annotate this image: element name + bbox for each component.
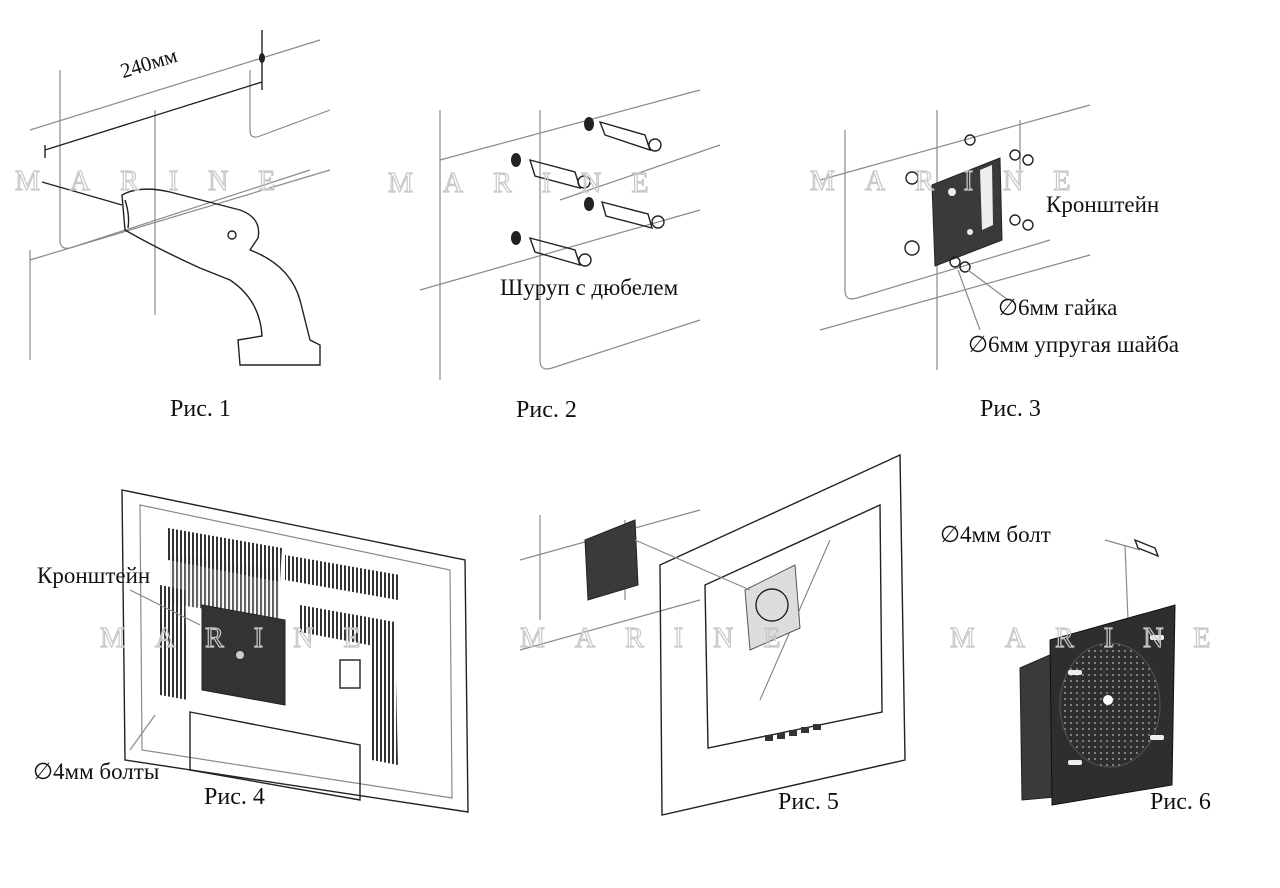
bracket-label-fig3: Кронштейн: [1046, 192, 1160, 217]
tv-front-frame: [659, 453, 906, 816]
watermark-text: MARINE: [100, 623, 390, 654]
marine-watermarks: MARINE MARINE MARINE MARINE MARINE MARIN…: [14, 165, 1240, 654]
caption-fig1: Рис. 1: [170, 396, 231, 422]
tv-screen: [704, 503, 883, 749]
watermark-text: MARINE: [950, 623, 1240, 654]
fig6-bracket-illustration: [1019, 538, 1176, 806]
caption-fig6: Рис. 6: [1150, 789, 1211, 815]
fig1-wall-drill-illustration: [29, 30, 331, 366]
watermark-text: MARINE: [810, 166, 1100, 197]
screw-dowel-label: Шуруп с дюбелем: [500, 275, 679, 300]
nut-label: ∅6мм гайка: [998, 295, 1118, 320]
caption-fig4: Рис. 4: [204, 784, 265, 810]
spring-washer-label: ∅6мм упругая шайба: [968, 332, 1180, 357]
dimension-line: [44, 81, 263, 151]
drill-body: [121, 188, 321, 366]
watermark-text: MARINE: [520, 623, 810, 654]
drill-hole-mark: [259, 53, 265, 63]
fig6-bolt: [1133, 538, 1160, 558]
drill-bit: [41, 181, 123, 206]
fig5-wall-bracket: [584, 519, 639, 601]
bolts-label-fig4: ∅4мм болты: [33, 759, 160, 784]
bolt-label-fig6: ∅4мм болт: [940, 522, 1051, 547]
fig2-wall-anchors-illustration: [419, 89, 721, 380]
watermark-text: MARINE: [15, 166, 305, 197]
tv-back-frame: [121, 489, 469, 813]
fig3-wall-bracket-illustration: [819, 104, 1091, 370]
caption-fig5: Рис. 5: [778, 789, 839, 815]
fig4-tv-back-illustration: [121, 489, 469, 813]
caption-fig2: Рис. 2: [516, 397, 577, 423]
caption-fig3: Рис. 3: [980, 396, 1041, 422]
bracket-label-fig4: Кронштейн: [37, 563, 151, 588]
watermark-text: MARINE: [388, 168, 678, 199]
fig5-tv-front-illustration: [519, 453, 906, 816]
